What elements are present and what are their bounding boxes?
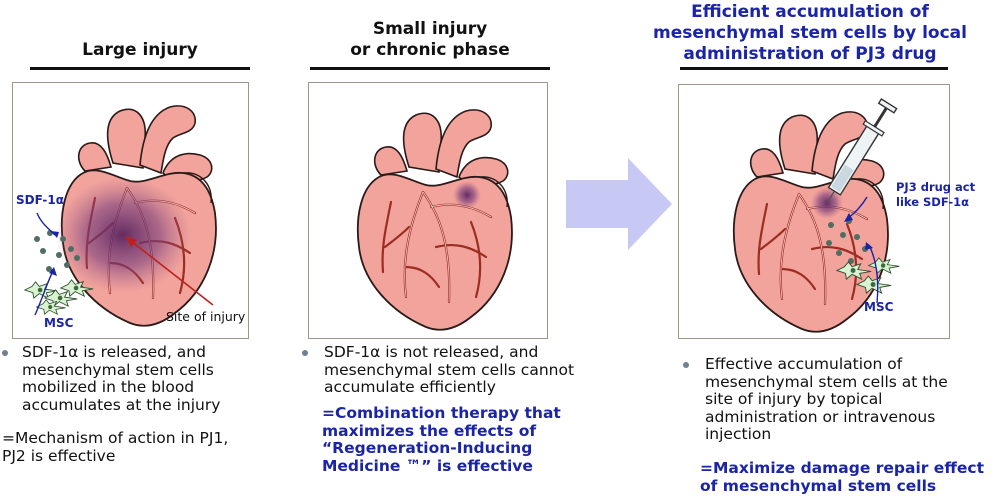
panel2-note-line: Medicine ™” is effective — [322, 456, 533, 475]
transition-arrow — [566, 158, 672, 250]
panel3-bullet-line: Effective accumulation of — [705, 355, 903, 373]
panel3-bullet-line: mesenchymal stem cells at the — [705, 372, 948, 391]
panel1-note-line: PJ2 is effective — [2, 446, 116, 465]
panel2-image-frame — [308, 82, 548, 339]
panel2-note-line: =Combination therapy that — [322, 404, 561, 422]
small-injury-area — [453, 181, 481, 209]
panel3-title-line: mesenchymal stem cells by local — [653, 23, 967, 43]
bullet-dot — [302, 350, 308, 356]
panel2-note: =Combination therapy that maximizes the … — [322, 404, 602, 475]
panel3-heart-illustration — [732, 98, 900, 333]
panel1-bullet: SDF-1α is released, and mesenchymal stem… — [2, 343, 272, 414]
panel2-bullet: SDF-1α is not released, and mesenchymal … — [302, 343, 602, 397]
pj3-drug-molecules — [826, 218, 868, 264]
msc-label: MSC — [864, 300, 894, 314]
injury-pointer-arrow — [130, 240, 214, 306]
injury-site-label: Site of injury — [166, 309, 246, 324]
syringe-icon — [826, 98, 898, 204]
panel3-note: =Maximize damage repair effect of mesenc… — [700, 459, 1000, 495]
panel2-title-line: or chronic phase — [350, 40, 510, 60]
panel2-bullet-line: mesenchymal stem cells cannot — [324, 360, 575, 379]
panel1-image-frame — [12, 82, 249, 339]
panel2-bullet-line: SDF-1α is not released, and — [324, 343, 539, 361]
panel1-bullet-line: SDF-1α is released, and — [22, 343, 206, 361]
panel1-bullet-line: mobilized in the blood — [22, 378, 195, 396]
panel3-title: Efficient accumulation of mesenchymal st… — [620, 2, 1000, 65]
pj3-drug-label-line: PJ3 drug act — [896, 180, 976, 194]
bullet-dot — [2, 350, 8, 356]
bullet-dot — [683, 362, 689, 368]
panel1-title-rule — [30, 67, 250, 70]
panel1-note-line: =Mechanism of action in PJ1, — [2, 429, 229, 447]
panel3-note-line: =Maximize damage repair effect — [700, 459, 984, 477]
panel3-image-frame — [678, 84, 950, 339]
sdf1-molecules — [34, 230, 80, 272]
panel2-note-line: maximizes the effects of — [322, 421, 537, 440]
msc-label: MSC — [44, 316, 74, 330]
panel2-title-line: Small injury — [372, 19, 488, 39]
panel2-note-line: “Regeneration-Inducing — [322, 439, 533, 457]
panel3-title-line: administration of PJ3 drug — [683, 44, 937, 64]
panel1-title: Large injury — [82, 40, 198, 60]
panel1-note: =Mechanism of action in PJ1, PJ2 is effe… — [2, 429, 277, 465]
panel1-bullet-line: mesenchymal stem cells — [22, 360, 214, 379]
panel3-title-rule — [680, 67, 948, 70]
panel3-bullet-line: site of injury by topical — [705, 390, 883, 408]
panel1-bullet-line: accumulates at the injury — [22, 395, 221, 414]
panel3-bullet: Effective accumulation of mesenchymal st… — [683, 355, 993, 444]
sdf1-label: SDF-1α — [16, 193, 65, 207]
panel3-bullet-line: injection — [705, 425, 772, 443]
panel3-title-line: Efficient accumulation of — [691, 2, 929, 22]
panel2-title: Small injury or chronic phase — [310, 19, 550, 61]
panel1-heart-illustration — [24, 104, 218, 327]
panel3-bullet-line: administration or intravenous — [705, 407, 936, 426]
panel3-note-line: of mesenchymal stem cells — [700, 476, 937, 495]
pj3-drug-label: PJ3 drug act like SDF-1α — [896, 180, 975, 210]
panel2-title-rule — [310, 67, 550, 70]
panel2-heart-illustration — [356, 108, 514, 331]
injury-area — [55, 177, 191, 293]
pj3-drug-label-line: like SDF-1α — [896, 195, 970, 209]
panel2-bullet-line: accumulate efficiently — [324, 378, 496, 396]
